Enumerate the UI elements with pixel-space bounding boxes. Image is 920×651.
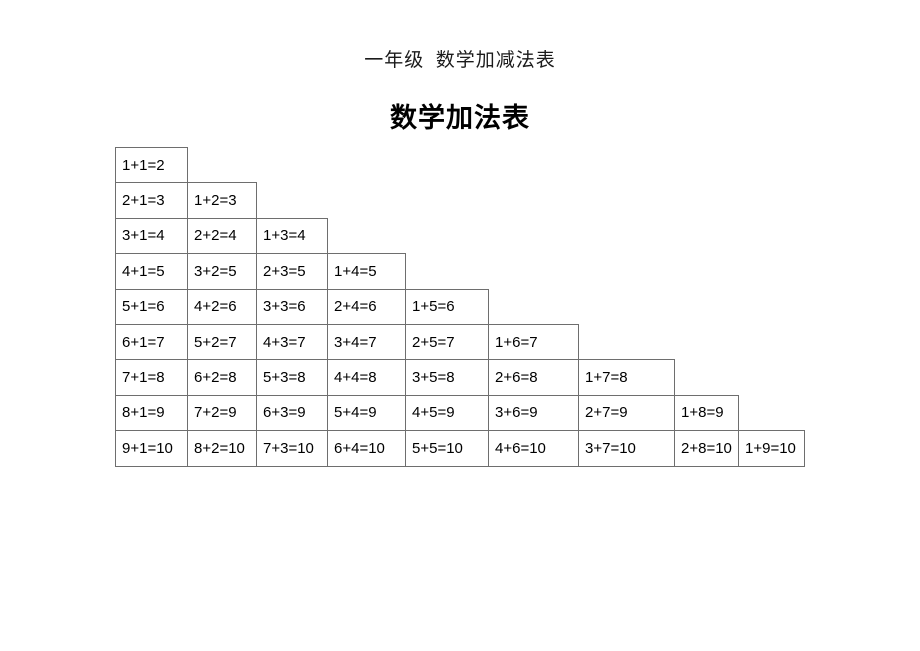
equation-cell: 1+1=2 bbox=[115, 146, 188, 184]
equation-cell: 6+1=7 bbox=[115, 323, 188, 361]
equation-cell: 1+2=3 bbox=[187, 182, 257, 219]
equation-cell: 4+5=9 bbox=[405, 394, 489, 432]
table-row: 1+1=2 bbox=[115, 146, 805, 184]
equation-cell: 2+7=9 bbox=[578, 394, 675, 432]
equation-cell: 3+2=5 bbox=[187, 253, 257, 290]
equation-cell: 4+4=8 bbox=[327, 359, 406, 396]
equation-cell: 2+6=8 bbox=[488, 359, 579, 396]
equation-cell: 1+5=6 bbox=[405, 288, 489, 325]
equation-cell: 7+1=8 bbox=[115, 359, 188, 396]
equation-cell: 3+4=7 bbox=[327, 323, 406, 361]
equation-cell: 6+4=10 bbox=[327, 430, 406, 467]
equation-cell: 4+6=10 bbox=[488, 430, 579, 467]
equation-cell: 2+2=4 bbox=[187, 217, 257, 255]
equation-cell: 2+4=6 bbox=[327, 288, 406, 325]
page-title: 数学加法表 bbox=[390, 103, 530, 133]
equation-cell: 4+3=7 bbox=[256, 323, 328, 361]
equation-cell: 1+9=10 bbox=[738, 430, 805, 467]
equation-cell: 9+1=10 bbox=[115, 430, 188, 467]
equation-cell: 3+1=4 bbox=[115, 217, 188, 255]
equation-cell: 1+7=8 bbox=[578, 359, 675, 396]
equation-cell: 4+2=6 bbox=[187, 288, 257, 325]
equation-cell: 3+6=9 bbox=[488, 394, 579, 432]
equation-cell: 8+1=9 bbox=[115, 394, 188, 432]
equation-cell: 1+3=4 bbox=[256, 217, 328, 255]
equation-cell: 1+4=5 bbox=[327, 253, 406, 290]
equation-cell: 4+1=5 bbox=[115, 253, 188, 290]
equation-cell: 5+4=9 bbox=[327, 394, 406, 432]
equation-cell: 7+2=9 bbox=[187, 394, 257, 432]
equation-cell: 3+3=6 bbox=[256, 288, 328, 325]
equation-cell: 5+2=7 bbox=[187, 323, 257, 361]
document-header: 一年级 数学加减法表 bbox=[364, 50, 556, 71]
equation-cell: 2+3=5 bbox=[256, 253, 328, 290]
equation-cell: 5+1=6 bbox=[115, 288, 188, 325]
equation-cell: 8+2=10 bbox=[187, 430, 257, 467]
equation-cell: 3+5=8 bbox=[405, 359, 489, 396]
equation-cell: 2+5=7 bbox=[405, 323, 489, 361]
equation-cell: 5+3=8 bbox=[256, 359, 328, 396]
equation-cell: 1+6=7 bbox=[488, 323, 579, 361]
equation-cell: 2+8=10 bbox=[674, 430, 739, 467]
equation-cell: 6+2=8 bbox=[187, 359, 257, 396]
equation-cell: 6+3=9 bbox=[256, 394, 328, 432]
equation-cell: 1+8=9 bbox=[674, 394, 739, 432]
equation-cell: 5+5=10 bbox=[405, 430, 489, 467]
equation-cell: 7+3=10 bbox=[256, 430, 328, 467]
equation-cell: 2+1=3 bbox=[115, 182, 188, 219]
equation-cell: 3+7=10 bbox=[578, 430, 675, 467]
